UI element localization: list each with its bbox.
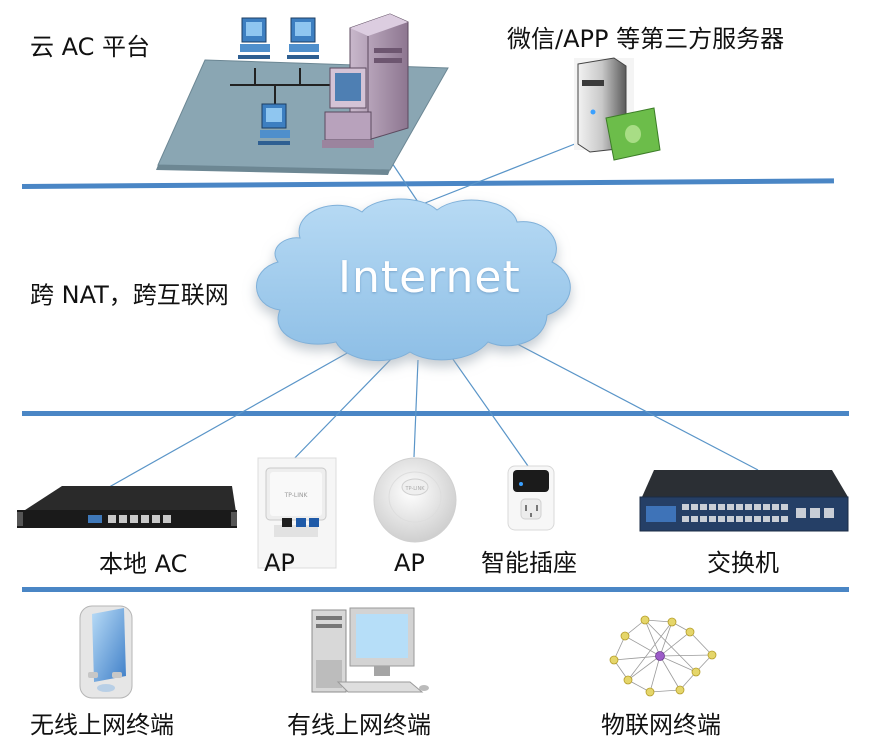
link-switch [499,334,759,471]
third-party-server-icon [574,57,661,161]
wall-ap-label: AP [264,549,295,577]
link-local-ac [94,342,366,496]
link-third-party [419,137,591,206]
smart-socket-label: 智能插座 [481,549,577,577]
workstation-1 [238,17,270,59]
network-switch-icon [639,470,849,532]
switch-label: 交换机 [707,549,779,577]
divider-bottom [22,587,849,592]
local-ac-appliance-icon [17,486,237,528]
cloud-ac-platform-icon [156,13,449,175]
connection-lines [94,129,759,496]
internet-cloud-label: Internet [338,252,521,303]
money-icon [605,107,661,161]
svg-text:TP-LINK: TP-LINK [284,492,309,499]
wired-terminal-label: 有线上网终端 [287,711,431,739]
svg-text:TP-LINK: TP-LINK [404,486,425,492]
iot-terminal-label: 物联网终端 [601,711,721,739]
server-tower-icon [322,13,409,148]
ceiling-ap-label: AP [394,549,425,577]
wireless-terminal-label: 无线上网终端 [30,711,174,739]
link-ceiling-ap [413,359,419,458]
wall-plate-ap-icon: TP-LINK [257,457,337,569]
ceiling-ap-icon: TP-LINK [373,457,457,543]
divider-middle [22,411,849,416]
smartphone-icon [79,605,133,699]
local-ac-label: 本地 AC [99,550,188,578]
cross-nat-label: 跨 NAT，跨互联网 [30,281,229,309]
third-party-server-label: 微信/APP 等第三方服务器 [507,25,785,53]
workstation-2 [287,17,319,59]
internet-cloud-icon [256,198,571,362]
iot-mesh-icon [609,615,717,697]
link-smart-socket [449,354,529,467]
cloud-ac-platform-label: 云 AC 平台 [30,33,151,61]
smart-socket-icon [507,465,555,531]
link-wall-ap [286,354,396,467]
workstation-3 [258,103,290,145]
desktop-computer-icon [311,607,429,693]
